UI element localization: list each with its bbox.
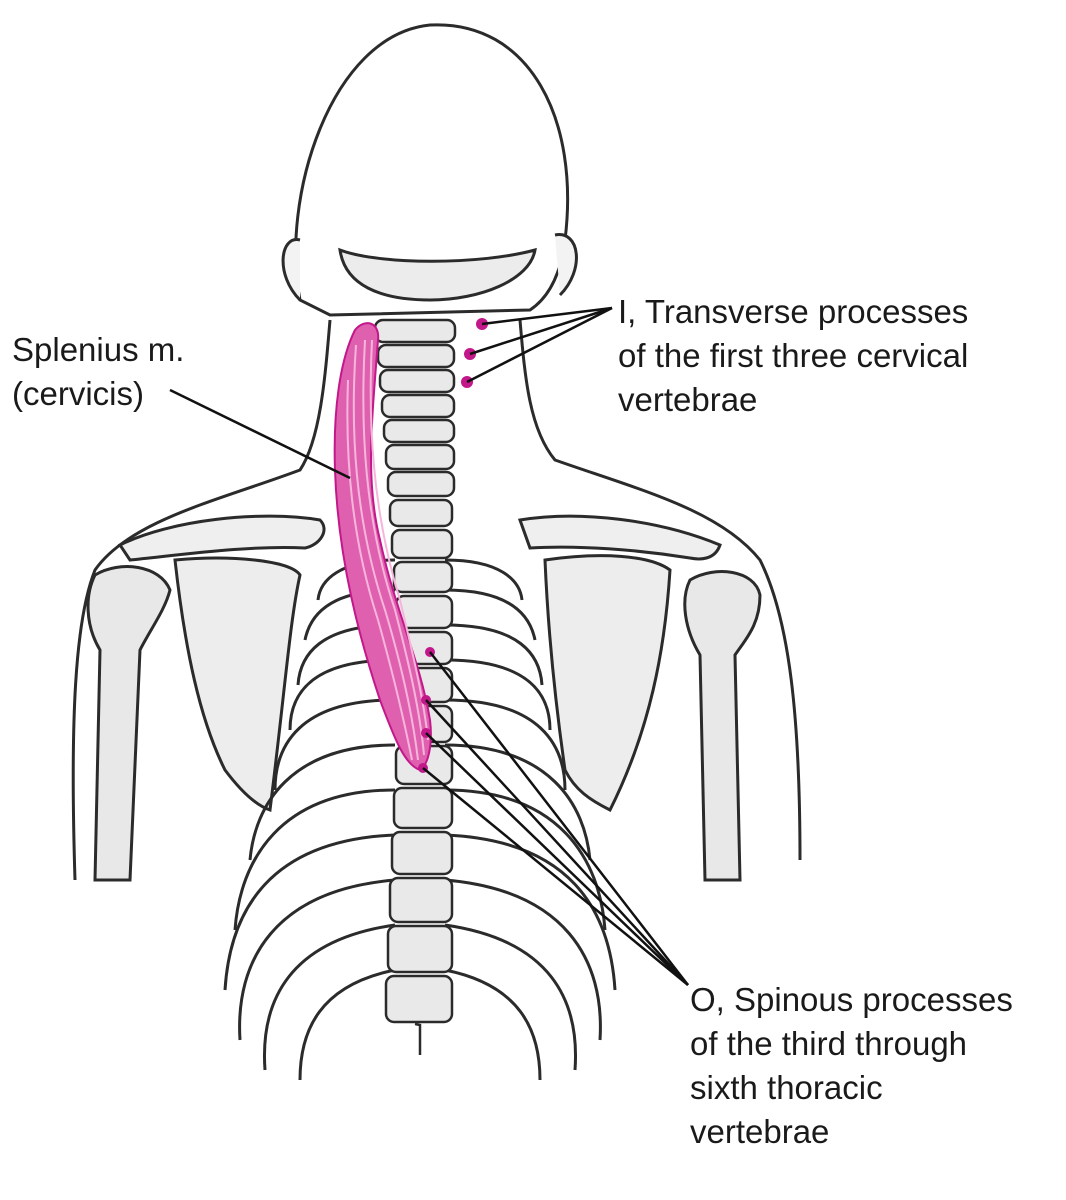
- leader-origin-2: [425, 699, 689, 986]
- body-outline: [71, 319, 802, 881]
- leader-origin-4: [422, 767, 689, 986]
- vertebral-column: [373, 318, 457, 1055]
- splenius-label-line1: Splenius m.: [12, 331, 185, 368]
- leader-splenius: [169, 388, 351, 480]
- leader-origin-3: [425, 732, 689, 986]
- shoulder-girdle: [117, 514, 722, 562]
- leader-insertion-2: [469, 306, 613, 356]
- origin-label-line2: of the third through: [690, 1025, 968, 1062]
- splenius-cervicis-muscle: [333, 322, 432, 772]
- origin-label-line3: sixth thoracic: [690, 1069, 883, 1106]
- origin-label-line1: O, Spinous processes: [690, 981, 1013, 1018]
- humeri: [86, 565, 762, 882]
- leader-insertion-3: [466, 306, 613, 384]
- origin-label-line4: vertebrae: [690, 1113, 830, 1150]
- head: [281, 23, 578, 317]
- leader-origin-1: [429, 651, 689, 986]
- splenius-label-line2: (cervicis): [12, 375, 144, 412]
- scapulae: [173, 554, 672, 813]
- insertion-label-line2: of the first three cervical: [618, 337, 969, 374]
- ribcage: [223, 558, 617, 1081]
- insertion-label-line1: I, Transverse processes: [618, 293, 969, 330]
- insertion-label: I, Transverse processes of the first thr…: [618, 290, 968, 422]
- insertion-label-line3: vertebrae: [618, 381, 758, 418]
- leader-insertion-1: [481, 306, 613, 326]
- origin-label: O, Spinous processes of the third throug…: [690, 978, 1013, 1154]
- splenius-label: Splenius m. (cervicis): [12, 328, 184, 416]
- leader-lines: [169, 306, 689, 986]
